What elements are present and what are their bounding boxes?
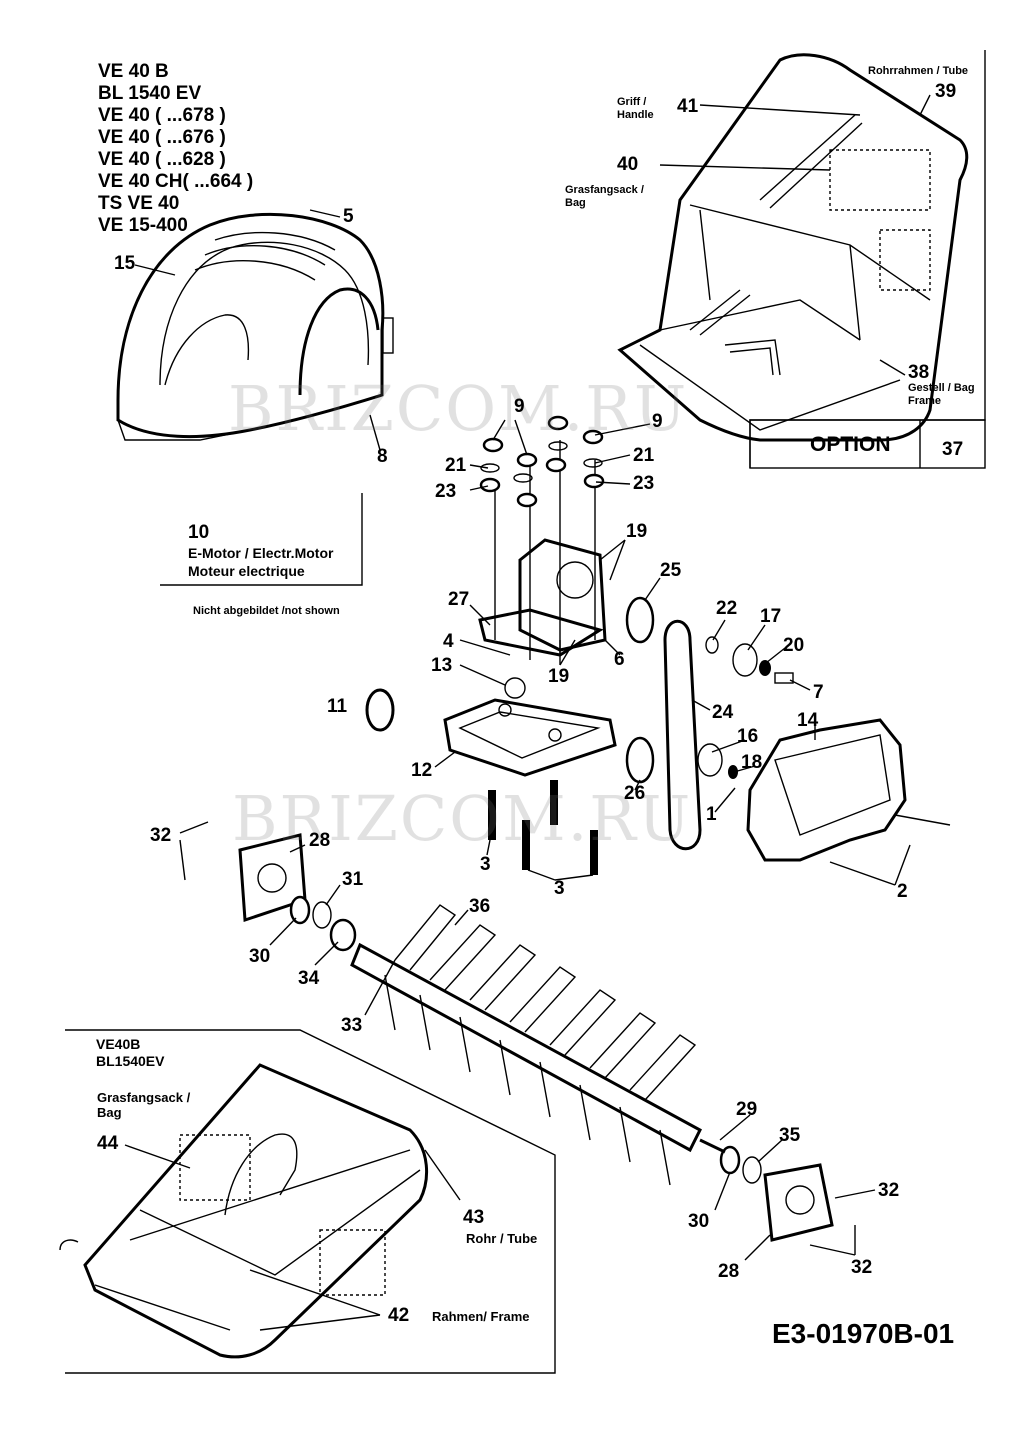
part-number-30a: 30 xyxy=(249,946,271,967)
model-item: VE 40 CH( ...664 ) xyxy=(98,171,254,192)
part-number-3b: 3 xyxy=(554,878,565,899)
part-number-18: 18 xyxy=(741,752,763,773)
label-tube: Rohrrahmen / Tube xyxy=(868,65,969,77)
part-number-15: 15 xyxy=(114,253,136,274)
part-number-3a: 3 xyxy=(480,854,491,875)
bag-model-1: VE40B xyxy=(96,1036,141,1052)
bag-inset-drawing xyxy=(59,1029,556,1374)
part-number-17: 17 xyxy=(760,606,782,627)
motor-mount-drawing xyxy=(238,415,951,1242)
part-number-9a: 9 xyxy=(514,396,525,417)
part-number-9b: 9 xyxy=(652,411,663,432)
part-number-19a: 19 xyxy=(626,521,648,542)
motor-cover-drawing xyxy=(116,212,394,441)
option-label: OPTION xyxy=(810,433,891,456)
part-number-32b: 32 xyxy=(878,1180,900,1201)
part-number-2: 2 xyxy=(897,881,908,902)
part-number-8: 8 xyxy=(377,446,388,467)
part-number-30b: 30 xyxy=(688,1211,710,1232)
part-number-23a: 23 xyxy=(435,481,457,502)
part-number-11: 11 xyxy=(327,696,348,717)
part-number-21a: 21 xyxy=(445,455,467,476)
label-bag: Grasfangsack / Bag xyxy=(565,184,644,209)
part-number-23b: 23 xyxy=(633,473,655,494)
part-number-33: 33 xyxy=(341,1015,363,1036)
part-number-35: 35 xyxy=(779,1125,801,1146)
option-bag-drawing xyxy=(617,50,986,469)
part-number-41: 41 xyxy=(677,96,699,117)
part-number-25: 25 xyxy=(660,560,682,581)
part-number-13: 13 xyxy=(431,655,453,676)
part-number-19b: 19 xyxy=(548,666,570,687)
model-item: TS VE 40 xyxy=(98,193,180,214)
label-frame-42: Rahmen/ Frame xyxy=(432,1309,530,1324)
part-number-28a: 28 xyxy=(309,830,331,851)
part-number-24: 24 xyxy=(712,702,734,723)
part-number-38: 38 xyxy=(908,362,930,383)
part-number-26: 26 xyxy=(624,783,646,804)
part-number-20: 20 xyxy=(783,635,805,656)
drawing-code: E3-01970B-01 xyxy=(772,1318,955,1349)
model-item: VE 40 ( ...678 ) xyxy=(98,105,226,126)
bag-model-2: BL1540EV xyxy=(96,1053,165,1069)
model-item: VE 15-400 xyxy=(98,215,188,236)
label-handle: Griff / Handle xyxy=(617,96,654,121)
not-shown-note: Nicht abgebildet /not shown xyxy=(193,605,340,617)
part-number-1: 1 xyxy=(706,804,717,825)
part-number-42: 42 xyxy=(388,1305,410,1326)
model-item: VE 40 ( ...676 ) xyxy=(98,127,226,148)
part-number-44: 44 xyxy=(97,1133,119,1154)
motor-line-2: Moteur electrique xyxy=(188,563,305,579)
part-number-40: 40 xyxy=(617,154,639,175)
part-number-16: 16 xyxy=(737,726,759,747)
label-grass-bag: Grasfangsack / Bag xyxy=(97,1090,191,1120)
model-list: VE 40 B BL 1540 EV VE 40 ( ...678 ) VE 4… xyxy=(98,61,253,237)
model-item: VE 40 B xyxy=(98,61,169,82)
part-number-7: 7 xyxy=(813,682,824,703)
model-item: BL 1540 EV xyxy=(98,83,202,104)
watermark-middle: BRIZCOM.RU xyxy=(232,782,693,855)
part-number-28b: 28 xyxy=(718,1261,740,1282)
part-number-43: 43 xyxy=(463,1207,485,1228)
part-number-36: 36 xyxy=(469,896,491,917)
part-number-5: 5 xyxy=(343,206,354,227)
part-number-14: 14 xyxy=(797,710,819,731)
motor-number: 10 xyxy=(188,522,210,543)
leader-lines xyxy=(124,94,931,1331)
label-bag-frame: Gestell / Bag Frame xyxy=(908,382,975,407)
part-number-27: 27 xyxy=(448,589,470,610)
motor-note-frame xyxy=(160,493,363,586)
watermark-top: BRIZCOM.RU xyxy=(228,372,689,445)
part-number-12: 12 xyxy=(411,760,433,781)
part-number-31: 31 xyxy=(342,869,364,890)
option-number: 37 xyxy=(942,439,964,460)
part-number-32c: 32 xyxy=(851,1257,873,1278)
part-number-6: 6 xyxy=(614,649,625,670)
part-number-4: 4 xyxy=(443,631,454,652)
part-number-39: 39 xyxy=(935,81,957,102)
label-tube-43: Rohr / Tube xyxy=(466,1231,538,1246)
model-item: VE 40 ( ...628 ) xyxy=(98,149,226,170)
motor-line-1: E-Motor / Electr.Motor xyxy=(188,545,334,561)
part-number-22: 22 xyxy=(716,598,738,619)
part-number-29: 29 xyxy=(736,1099,758,1120)
part-number-34: 34 xyxy=(298,968,320,989)
part-number-32a: 32 xyxy=(150,825,172,846)
part-number-21b: 21 xyxy=(633,445,655,466)
